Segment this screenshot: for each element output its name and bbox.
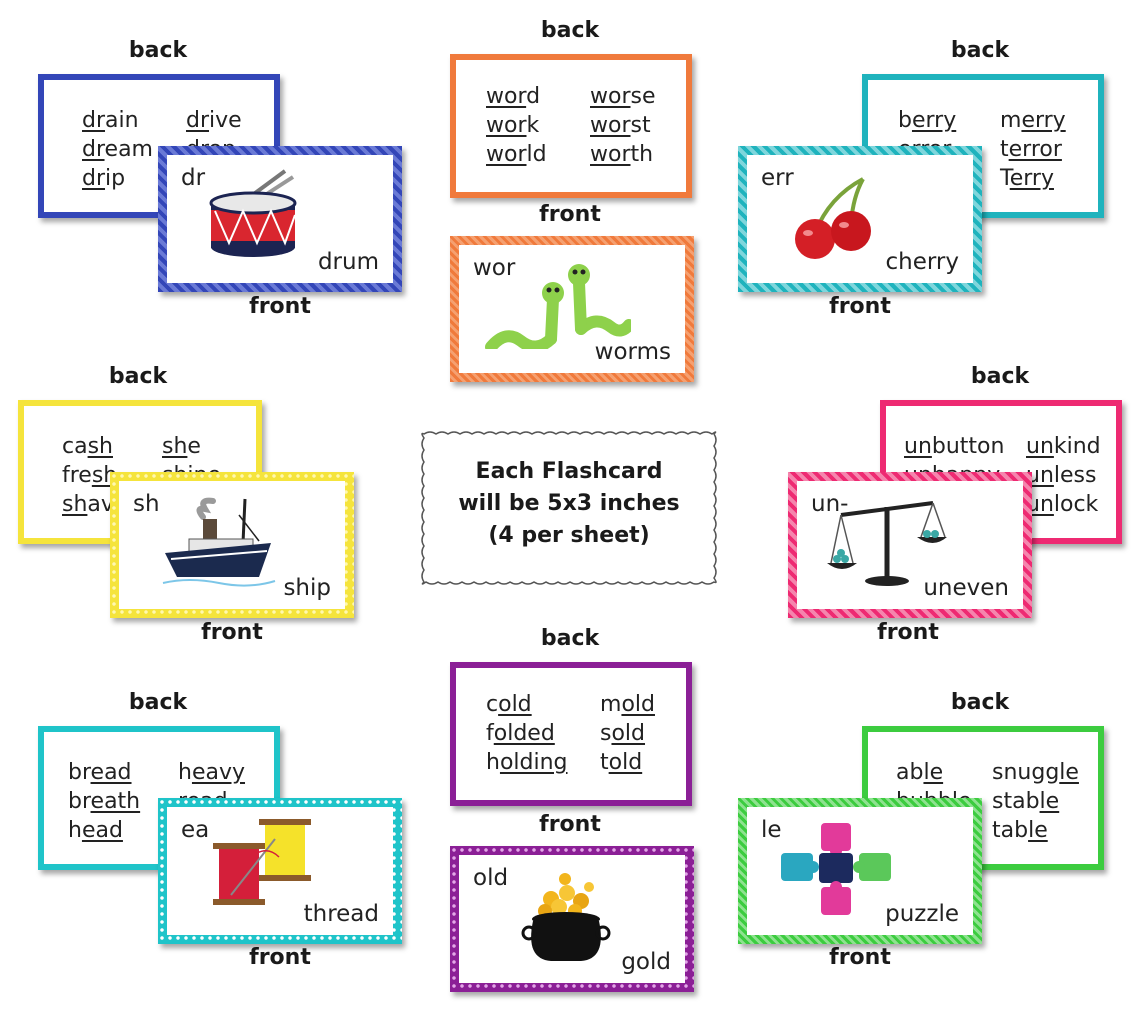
back-card-wor: word work world worse worst worth [450, 54, 692, 198]
back-label-dr: back [128, 38, 188, 63]
front-card-old: old gold [450, 846, 694, 992]
front-label-ea: front [249, 945, 311, 970]
info-line-1: Each Flashcard [475, 459, 663, 484]
thread-spool-icon [213, 819, 311, 905]
back-label-err: back [950, 38, 1010, 63]
sound-label: le [761, 817, 782, 843]
front-label-old: front [539, 812, 601, 837]
front-card-ea: ea thread [158, 798, 402, 944]
info-line-3: (4 per sheet) [488, 523, 650, 548]
sound-label: wor [473, 255, 516, 281]
front-card-le: le puzzle [738, 798, 982, 944]
keyword-label: uneven [923, 575, 1009, 601]
keyword-label: cherry [885, 249, 960, 275]
ship-icon [162, 497, 276, 587]
front-label-sh: front [201, 620, 263, 645]
sound-label: old [473, 865, 509, 891]
word-column-2: worse worst worth [590, 84, 656, 167]
word-column-1: drain dream drip [82, 108, 153, 191]
back-label-old: back [540, 626, 600, 651]
back-card-old: cold folded holding mold sold told [450, 662, 692, 806]
front-label-le: front [829, 945, 891, 970]
front-label-wor: front [539, 202, 601, 227]
keyword-label: thread [303, 901, 379, 927]
back-label-un: back [970, 364, 1030, 389]
back-label-le: back [950, 690, 1010, 715]
front-card-un: un- uneven [788, 472, 1032, 618]
wavy-border-icon [421, 431, 717, 585]
scale-icon [827, 501, 947, 586]
front-label-err: front [829, 294, 891, 319]
front-card-sh: sh ship [110, 472, 354, 618]
front-label-dr: front [249, 294, 311, 319]
back-label-wor: back [540, 18, 600, 43]
word-column-2: snuggle stable table [992, 760, 1079, 843]
puzzle-icon [781, 823, 891, 915]
keyword-label: gold [621, 949, 671, 975]
word-column-2: merry terror Terry [1000, 108, 1066, 191]
pot-of-gold-icon [521, 873, 611, 961]
worms-icon [485, 264, 631, 349]
info-line-2: will be 5x3 inches [458, 491, 680, 516]
keyword-label: ship [283, 575, 331, 601]
sound-label: sh [133, 491, 160, 517]
flashcard-info-box: Each Flashcard will be 5x3 inches (4 per… [418, 428, 720, 588]
sound-label: dr [181, 165, 206, 191]
sound-label: ea [181, 817, 210, 843]
word-column-1: bread breath head [68, 760, 141, 843]
front-card-wor: wor worms [450, 236, 694, 382]
keyword-label: drum [317, 249, 379, 275]
sound-label: err [761, 165, 794, 191]
cherry-icon [795, 177, 871, 259]
back-label-ea: back [128, 690, 188, 715]
back-label-sh: back [108, 364, 168, 389]
drum-icon [209, 169, 297, 257]
word-column-1: cold folded holding [486, 692, 568, 775]
word-column-2: unkind unless unlock [1026, 434, 1101, 517]
front-label-un: front [877, 620, 939, 645]
word-column-1: word work world [486, 84, 547, 167]
keyword-label: puzzle [885, 901, 959, 927]
sound-label: un- [811, 491, 849, 517]
word-column-2: mold sold told [600, 692, 655, 775]
front-card-dr: dr drum [158, 146, 402, 292]
front-card-err: err cherry [738, 146, 982, 292]
keyword-label: worms [594, 339, 671, 365]
